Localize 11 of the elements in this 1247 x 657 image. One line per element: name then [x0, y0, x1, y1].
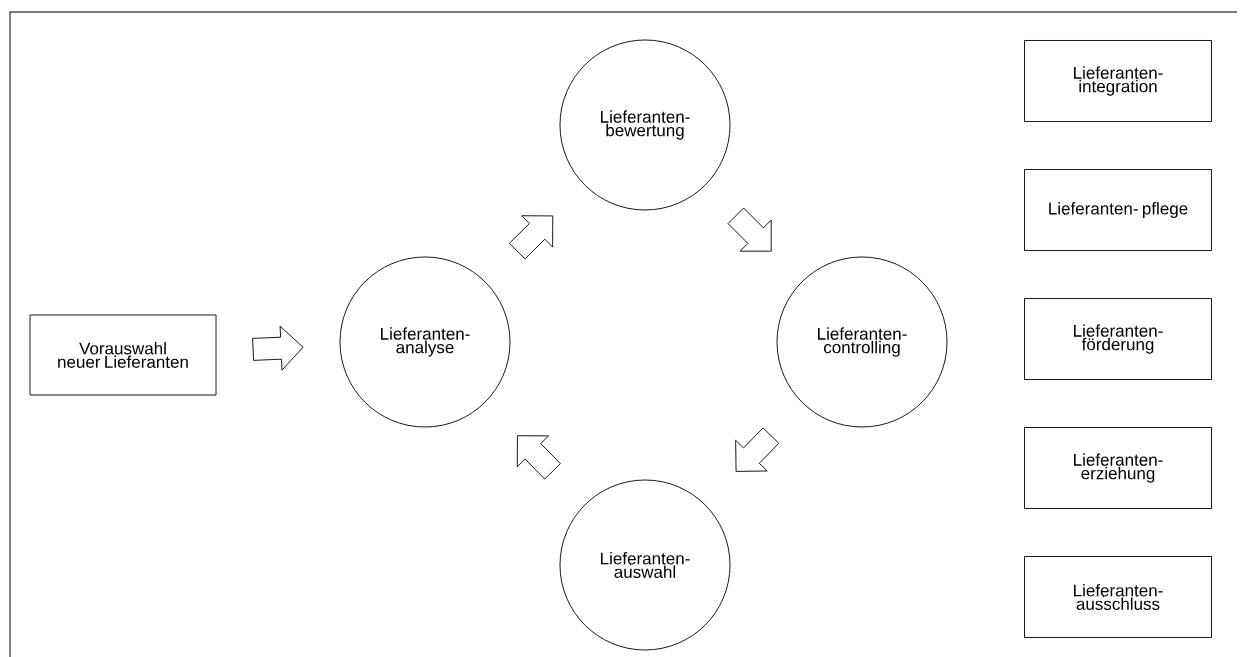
- block-arrow: [735, 427, 780, 472]
- block-arrow: [516, 435, 561, 480]
- process-box: Lieferanten- integration: [1024, 40, 1212, 122]
- process-box: Lieferanten- erziehung: [1024, 427, 1212, 509]
- process-box: Lieferanten- ausschluss: [1024, 556, 1212, 638]
- block-arrow: [509, 215, 554, 260]
- process-box: Vorauswahl neuer Lieferanten: [29, 314, 217, 396]
- block-arrow: [252, 325, 304, 371]
- process-box: Lieferanten- förderung: [1024, 298, 1212, 380]
- process-box: Lieferanten- pflege: [1024, 169, 1212, 251]
- block-arrow: [727, 207, 772, 252]
